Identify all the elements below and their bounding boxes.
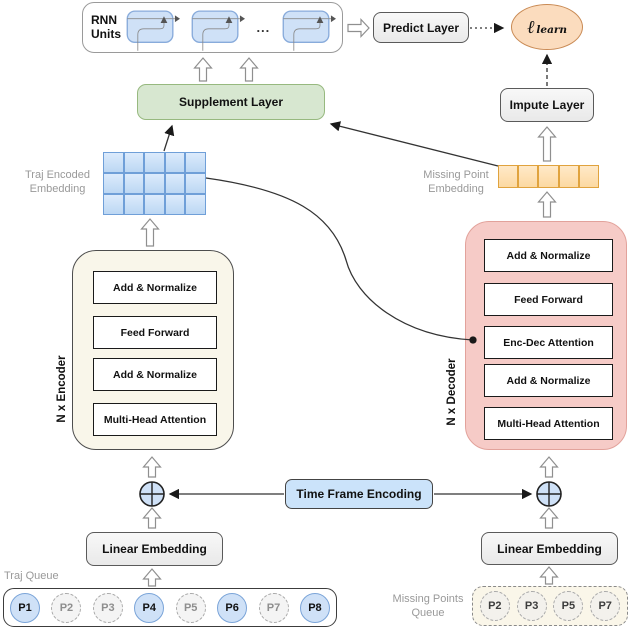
loss-symbol: ℓ [526, 16, 535, 38]
traj-embedding-cell [144, 173, 165, 194]
traj-embedding-cell [185, 173, 206, 194]
traj-embedding-cell [123, 173, 145, 194]
linear-embedding-right-box: Linear Embedding [481, 532, 618, 565]
encoder-side-label: N x Encoder [56, 355, 68, 423]
decoder-layer: Enc-Dec Attention [484, 326, 613, 359]
missing-queue-point: P2 [479, 591, 510, 621]
traj-queue-point: P1 [10, 592, 40, 623]
supplement-layer-box: Supplement Layer [137, 84, 325, 120]
decoder-layer: Add & Normalize [484, 239, 613, 272]
traj-embedding-cell [123, 152, 145, 173]
missing-embedding-cell [578, 165, 599, 188]
traj-embedding-cell [164, 173, 186, 194]
hollow-up-arrow [142, 507, 162, 529]
traj-embedding-label: Traj Encoded Embedding [24, 169, 91, 196]
hollow-up-arrow [140, 218, 160, 247]
missing-embedding-cell [558, 165, 579, 188]
traj-queue-point: P8 [299, 592, 330, 623]
linear-embedding-left-label: Linear Embedding [102, 542, 207, 556]
arrow-missingembed-to-supplement [329, 121, 499, 167]
rnn-cell-row: ... [126, 4, 336, 52]
add-circle-right [536, 481, 562, 507]
encoder-layer: Add & Normalize [93, 358, 217, 391]
rnn-cell-icon [282, 9, 336, 51]
rnn-units-box: RNN Units ... [82, 2, 343, 53]
missing-embedding-cell [538, 165, 559, 188]
time-frame-encoding-box: Time Frame Encoding [285, 479, 433, 509]
curve-trajembed-to-encdec-attention [205, 177, 477, 344]
traj-queue-point: P5 [175, 592, 206, 623]
double-arrow-rnn-to-predict [347, 17, 370, 39]
traj-embedding-cell [185, 194, 206, 215]
encoder-layer: Multi-Head Attention [93, 403, 217, 436]
traj-embedding-cell [144, 194, 165, 215]
rnn-cell-icon [191, 9, 245, 51]
traj-embedding-cell [164, 152, 186, 173]
loss-subscript: learn [536, 24, 568, 36]
traj-embedding-grid [103, 152, 206, 215]
hollow-up-arrow [142, 568, 162, 587]
predict-layer-box: Predict Layer [373, 12, 469, 43]
hollow-up-arrow [539, 456, 559, 478]
traj-queue-point: P4 [134, 592, 165, 623]
hollow-up-arrow [142, 456, 162, 478]
traj-embedding-cell [164, 194, 186, 215]
traj-embedding-cell [103, 194, 124, 215]
traj-queue-point: P2 [51, 592, 82, 623]
impute-layer-label: Impute Layer [509, 98, 585, 112]
linear-embedding-left-box: Linear Embedding [86, 532, 223, 566]
hollow-up-arrow [537, 191, 557, 218]
missing-queue-point: P7 [590, 591, 621, 621]
decoder-layer: Add & Normalize [484, 364, 613, 397]
missing-embedding-label: Missing Point Embedding [423, 169, 489, 196]
missing-queue-label: Missing Points Queue [392, 593, 464, 620]
traj-queue-point: P7 [258, 592, 289, 623]
linear-embedding-right-label: Linear Embedding [497, 541, 602, 556]
hollow-up-arrow [539, 566, 559, 585]
impute-layer-box: Impute Layer [500, 88, 594, 122]
rnn-units-label: RNN Units [91, 12, 121, 41]
missing-queue-point: P5 [553, 591, 584, 621]
traj-queue-box: P1 P2 P3 P4 P5 P6 P7 P8 [3, 588, 337, 627]
decoder-layer: Multi-Head Attention [484, 407, 613, 440]
traj-embedding-cell [185, 152, 206, 173]
hollow-up-arrow [539, 507, 559, 529]
hollow-up-arrow [537, 126, 557, 162]
encoder-layer: Feed Forward [93, 316, 217, 349]
add-circle-left [139, 481, 165, 507]
traj-embedding-cell [123, 194, 145, 215]
decoder-side-label: N x Decoder [446, 358, 458, 426]
predict-layer-label: Predict Layer [382, 20, 460, 35]
decoder-layer: Feed Forward [484, 283, 613, 316]
time-frame-encoding-label: Time Frame Encoding [296, 487, 422, 501]
traj-embedding-cell [103, 173, 124, 194]
rnn-ellipsis: ... [256, 20, 271, 35]
arrow-trajembed-to-supplement [163, 124, 175, 152]
missing-embedding-cell [498, 165, 519, 188]
hollow-up-arrow [239, 57, 259, 82]
traj-queue-point: P3 [92, 592, 123, 623]
encoder-layer: Add & Normalize [93, 271, 217, 304]
traj-embedding-cell [144, 152, 165, 173]
supplement-layer-label: Supplement Layer [178, 95, 284, 109]
rnn-cell-icon [126, 9, 180, 51]
missing-queue-point: P3 [516, 591, 547, 621]
hollow-up-arrow [193, 57, 213, 82]
missing-embedding-row [498, 165, 599, 188]
traj-queue-label: Traj Queue [4, 570, 59, 582]
loss-ellipse: ℓ learn [511, 4, 583, 50]
traj-embedding-cell [103, 152, 124, 173]
traj-queue-point: P6 [217, 592, 248, 623]
missing-embedding-cell [518, 165, 539, 188]
